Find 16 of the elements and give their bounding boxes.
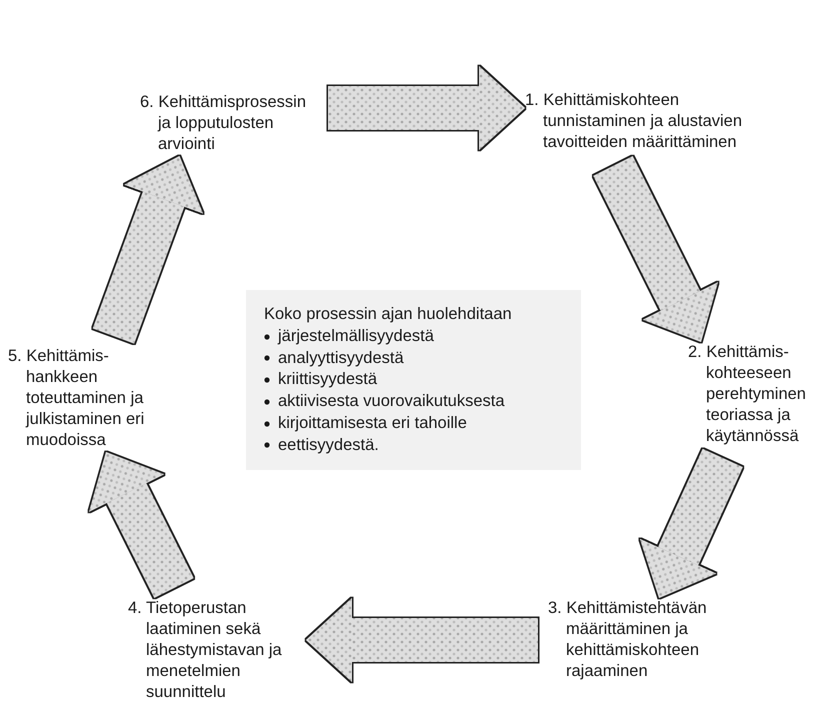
bullet-item: kirjoittamisesta eri tahoille (278, 412, 467, 434)
bullet-item: analyyttisyydestä (278, 348, 404, 369)
bullet-item: aktiivisesta vuorovaikutuksesta (278, 391, 505, 412)
step-label: 1. Kehittämiskohteen tunnistaminen ja alustavien tavoitteiden määrittäminen (525, 90, 775, 156)
note-panel (246, 290, 581, 470)
block-arrow (306, 598, 538, 682)
note-heading: Koko prosessin ajan huolehditaan (264, 304, 513, 325)
step-label: 2. Kehittämis-kohteeseen perehtyminen teoriassa ja käytännössä (688, 342, 823, 448)
step-label: 6. Kehittämisprosessin ja lopputulosten arviointi (140, 92, 318, 156)
step-label: 5. Kehittämis-hankkeen toteuttaminen ja julkistaminen eri muodoissa (8, 346, 160, 452)
step-label: 4. Tietoperustan laatiminen sekä lähestymistavan ja menetelmien suunnittelu (128, 598, 306, 704)
bullet-item: järjestelmällisyydestä (278, 326, 434, 347)
step-label: 3. Kehittämistehtävän määrittäminen ja kehittämiskohteen rajaaminen (548, 598, 758, 684)
bullet-item: kriittisyydestä (278, 369, 378, 390)
bullet-item: eettisyydestä. (278, 434, 379, 456)
block-arrow (328, 66, 525, 150)
